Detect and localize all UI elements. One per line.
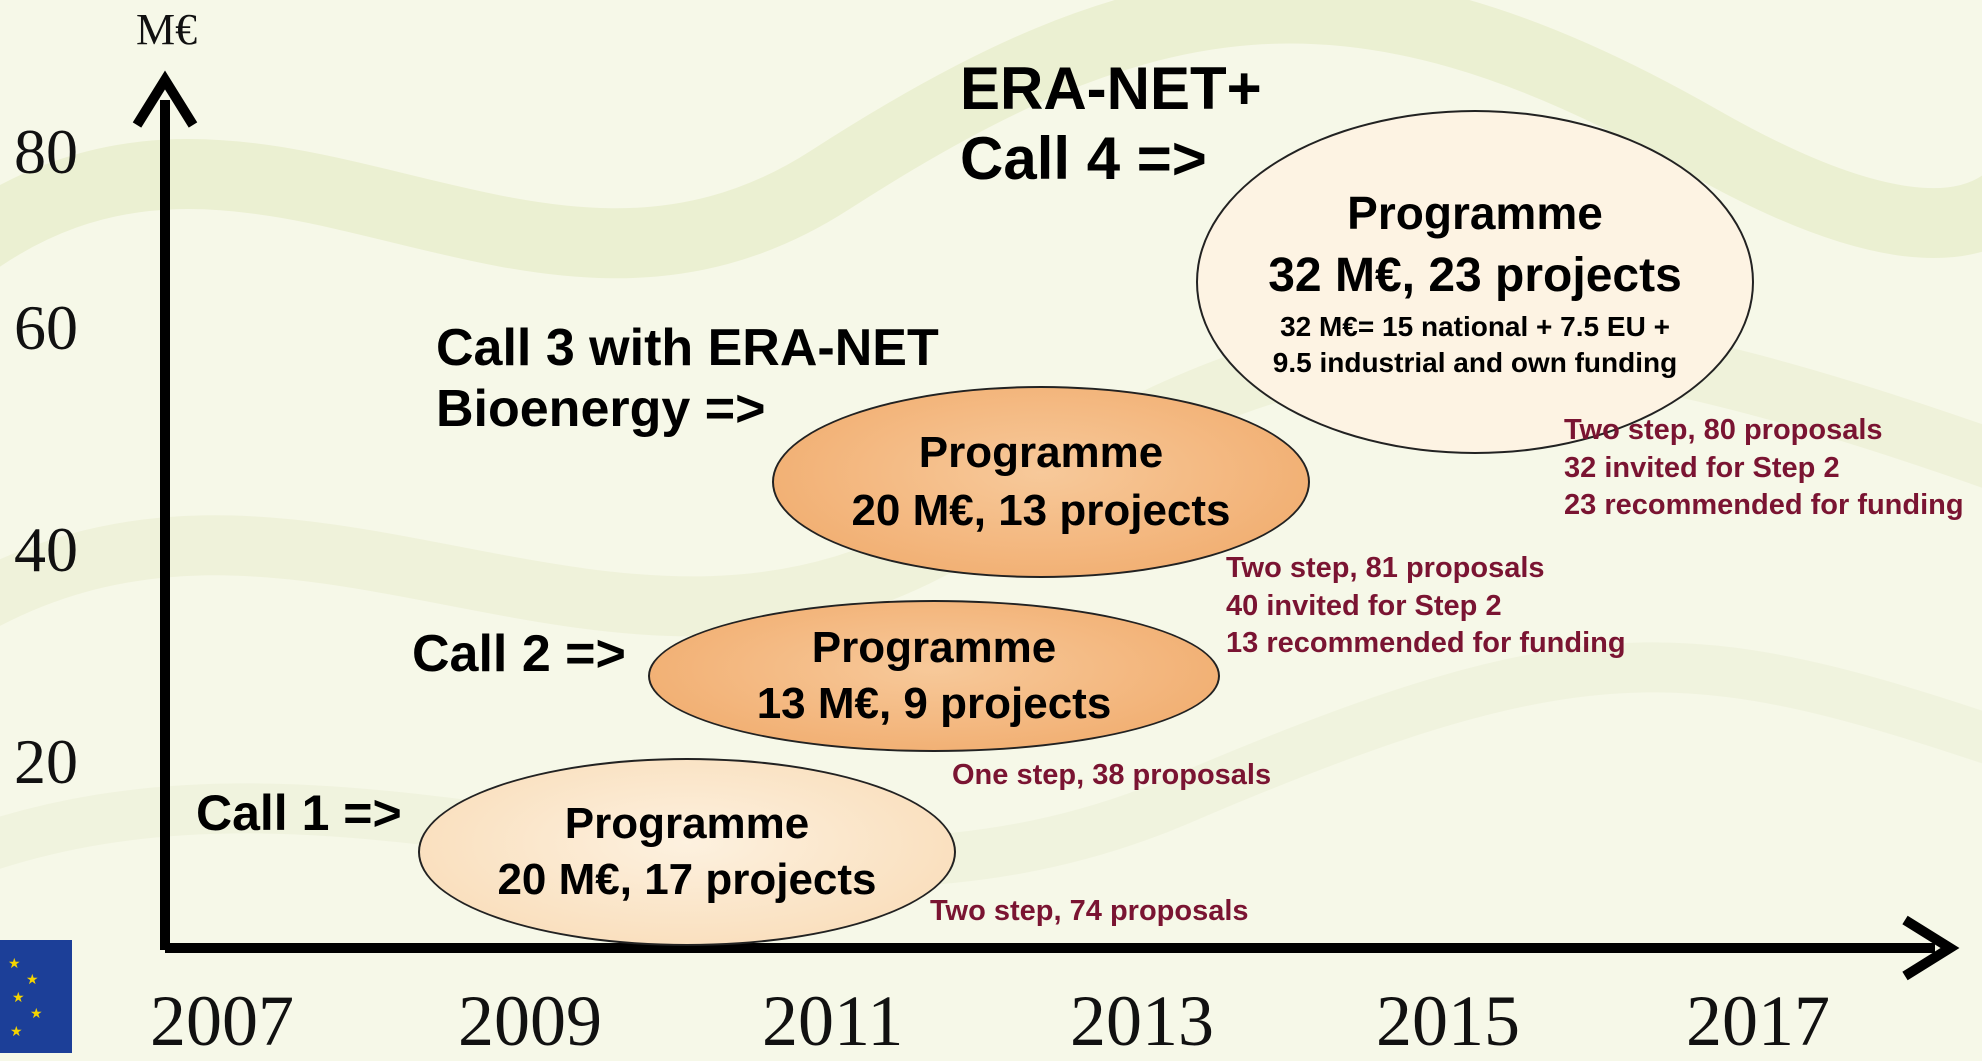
call-1-label: Call 1 => (196, 785, 402, 841)
eu-flag-icon: ★ ★ ★ ★ ★ (0, 940, 72, 1053)
call-4-breakdown-line2: 9.5 industrial and own funding (1272, 346, 1678, 378)
call-2-programme-amount: 13 M€, 9 projects (756, 679, 1112, 728)
call-3-note-3: 13 recommended for funding (1226, 627, 1626, 660)
call-3-programme-title: Programme (918, 428, 1164, 477)
call-3-label: Call 3 with ERA-NET Bioenergy => (436, 318, 939, 440)
call-4-programme-amount: 32 M€, 23 projects (1268, 248, 1682, 302)
x-tick-2013: 2013 (1070, 981, 1214, 1061)
y-tick-60: 60 (14, 292, 78, 363)
call-4-note-3: 23 recommended for funding (1564, 489, 1964, 522)
call-4-note-1: Two step, 80 proposals (1564, 414, 1883, 446)
call-2-programme-title: Programme (811, 623, 1057, 672)
y-tick-40: 40 (14, 514, 78, 585)
y-axis-unit: M€ (136, 5, 198, 54)
call-4-notes: Two step, 80 proposals 32 invited for St… (1564, 412, 1964, 525)
call-2-note: One step, 38 proposals (952, 759, 1272, 791)
call-3-note-2: 40 invited for Step 2 (1226, 589, 1502, 622)
call-3-programme-ellipse: Programme 20 M€, 13 projects (772, 386, 1310, 578)
call-1-programme-title: Programme (564, 799, 810, 848)
call-1-note: Two step, 74 proposals (930, 895, 1249, 927)
call-4-programme-ellipse: Programme 32 M€, 23 projects 32 M€= 15 n… (1196, 110, 1754, 454)
call-3-notes: Two step, 81 proposals 40 invited for St… (1226, 550, 1626, 663)
call-4-programme-title: Programme (1347, 186, 1603, 239)
call-2-programme-ellipse: Programme 13 M€, 9 projects (648, 600, 1220, 752)
x-tick-2007: 2007 (150, 981, 294, 1061)
y-tick-20: 20 (14, 726, 78, 797)
call-3-note-1: Two step, 81 proposals (1226, 552, 1545, 584)
x-tick-2011: 2011 (762, 981, 904, 1061)
call-4-label-line1: ERA-NET+ (960, 55, 1262, 122)
call-3-programme-amount: 20 M€, 13 projects (851, 486, 1231, 535)
call-4-note-2: 32 invited for Step 2 (1564, 451, 1840, 484)
call-4-label: ERA-NET+ Call 4 => (960, 54, 1262, 194)
call-3-label-line2: Bioenergy => (436, 379, 766, 438)
x-tick-2017: 2017 (1686, 981, 1830, 1061)
call-2-label: Call 2 => (412, 625, 626, 683)
call-4-label-line2: Call 4 => (960, 125, 1207, 193)
x-tick-2015: 2015 (1376, 981, 1520, 1061)
call-4-breakdown-line1: 32 M€= 15 national + 7.5 EU + (1280, 310, 1670, 342)
call-3-label-line1: Call 3 with ERA-NET (436, 319, 939, 377)
call-1-programme-amount: 20 M€, 17 projects (497, 855, 877, 904)
call-1-programme-ellipse: Programme 20 M€, 17 projects (418, 758, 956, 946)
y-tick-80: 80 (14, 116, 78, 187)
x-tick-2009: 2009 (458, 981, 602, 1061)
